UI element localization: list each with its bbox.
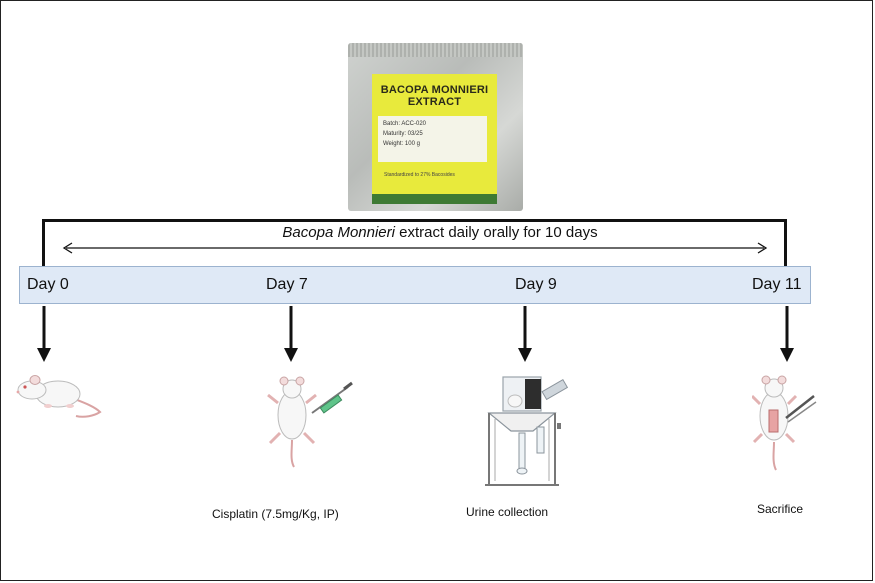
- packet-title-line1: BACOPA MONNIERI: [381, 84, 489, 96]
- packet-label: BACOPA MONNIERI EXTRACT Batch: ACC-020 M…: [372, 74, 497, 204]
- packet-green-band: [372, 194, 497, 204]
- packet-seal: [348, 43, 523, 57]
- day-label-7: Day 7: [266, 276, 308, 294]
- treatment-label-rest: extract daily orally for 10 days: [395, 224, 598, 241]
- treatment-bracket-right: [784, 219, 787, 269]
- packet-standardization-note: Standardized to 27% Bacosides: [384, 172, 455, 178]
- treatment-duration-double-arrow: [60, 240, 770, 256]
- day-label-9: Day 9: [515, 276, 557, 294]
- caption-urine-collection: Urine collection: [466, 505, 548, 519]
- extract-packet-photo: BACOPA MONNIERI EXTRACT Batch: ACC-020 M…: [348, 43, 523, 211]
- packet-title-line2: EXTRACT: [408, 96, 461, 108]
- packet-title: BACOPA MONNIERI EXTRACT: [378, 84, 491, 108]
- down-arrow-day11: [779, 306, 795, 364]
- down-arrow-day7: [283, 306, 299, 364]
- treatment-bracket-left: [42, 219, 45, 269]
- down-arrow-day9: [517, 306, 533, 364]
- injected-rat-icon: [262, 375, 357, 470]
- treatment-label: Bacopa Monnieri extract daily orally for…: [230, 224, 650, 241]
- packet-info-box: Batch: ACC-020 Maturity: 03/25 Weight: 1…: [378, 116, 487, 162]
- treatment-label-species: Bacopa Monnieri: [282, 224, 395, 241]
- treatment-bracket-top: [42, 219, 787, 222]
- caption-cisplatin: Cisplatin (7.5mg/Kg, IP): [212, 507, 339, 521]
- packet-maturity: Maturity: 03/25: [383, 129, 482, 139]
- packet-batch: Batch: ACC-020: [383, 119, 482, 129]
- caption-sacrifice: Sacrifice: [757, 502, 803, 516]
- packet-weight: Weight: 100 g: [383, 139, 482, 149]
- timeline-bar: [19, 266, 811, 304]
- day-label-0: Day 0: [27, 276, 69, 294]
- rat-icon: [10, 372, 105, 422]
- down-arrow-day0: [36, 306, 52, 364]
- dissected-rat-icon: [752, 374, 822, 474]
- day-label-11: Day 11: [752, 276, 802, 294]
- metabolic-cage-icon: [475, 375, 585, 490]
